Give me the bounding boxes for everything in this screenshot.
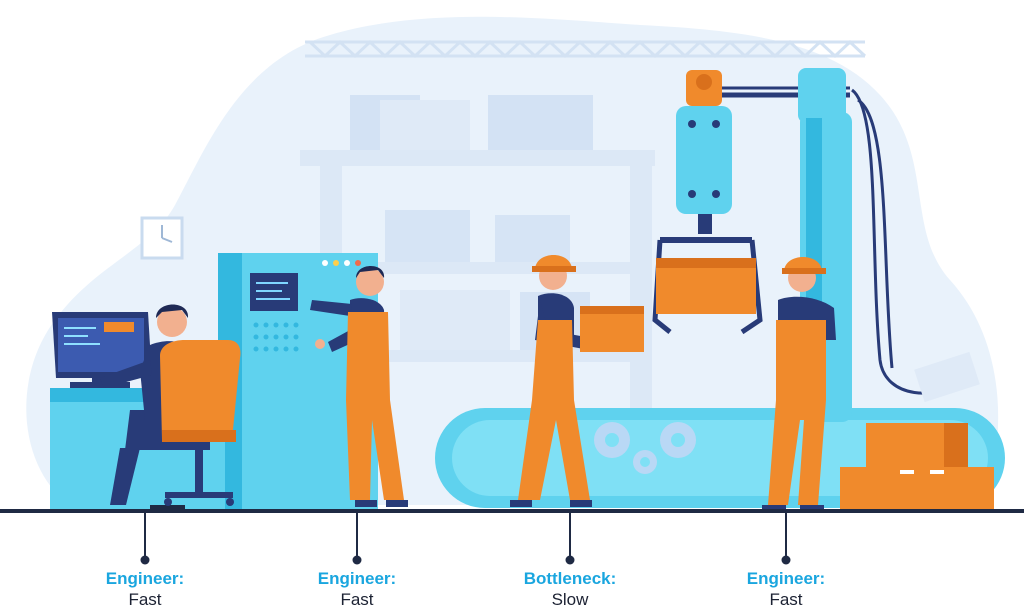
label-speed: Fast [769,590,803,609]
ceiling-truss [305,39,867,59]
label-speed: Fast [340,590,374,609]
label-seated-engineer: Engineer: Fast [55,568,235,610]
label-role: Engineer: [746,569,826,588]
label-role: Engineer: [105,569,185,588]
right-engineer [762,257,836,511]
label-role: Bottleneck: [523,569,617,588]
robotic-arm [652,70,850,335]
floor-line [0,509,1024,513]
office-chair [160,340,241,506]
connector-dots [140,555,791,565]
panel-engineer [310,266,408,507]
label-bottleneck: Bottleneck: Slow [480,568,660,610]
label-connectors [144,513,787,558]
label-panel-engineer: Engineer: Fast [267,568,447,610]
label-speed: Fast [128,590,162,609]
label-right-engineer: Engineer: Fast [696,568,876,610]
label-role: Engineer: [317,569,397,588]
wall-clock-icon [140,216,184,260]
bottleneck-worker [510,255,644,507]
stacked-boxes [840,423,994,511]
label-speed: Slow [551,590,589,609]
